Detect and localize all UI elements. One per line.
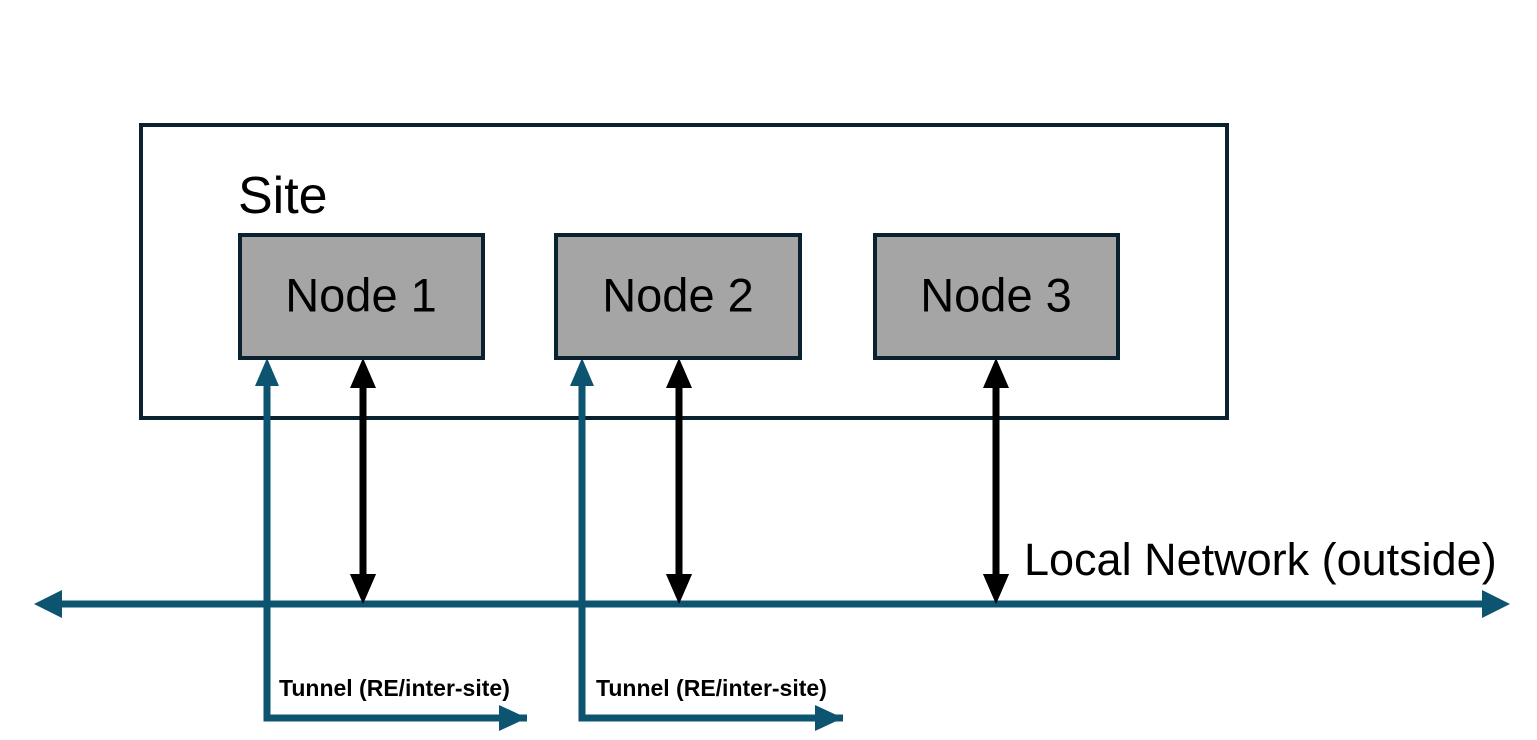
node-2-link-up-arrowhead [666,358,692,388]
node-1-box[interactable] [238,233,485,360]
node-1-label: Node 1 [285,268,437,321]
tunnel-1-out-arrowhead [499,705,527,731]
node-3-link-up-arrowhead [983,358,1009,388]
node-3-link-down-arrowhead-overlay [983,574,1009,604]
tunnel-1-path [263,374,527,722]
node-3-box[interactable] [873,233,1120,360]
node-2-box[interactable] [554,233,802,360]
tunnel-1-node-arrowhead [255,358,279,386]
local-network-label: Local Network (outside) [1024,534,1497,585]
tunnel-2-out-arrowhead [815,705,843,731]
node-2-label: Node 2 [602,268,754,321]
node-1-link-up-arrowhead [350,358,376,388]
tunnel-1-label: Tunnel (RE/inter-site) [279,675,510,701]
node-2-group: Node 2 [554,233,843,731]
local-network-group [34,590,1510,618]
tunnel-2-node-arrowhead [570,358,594,386]
local-network-left-arrowhead [34,590,62,618]
node-1-group: Node 1 [238,233,527,731]
node-3-group: Node 3 [873,233,1120,604]
node-1-link-down-arrowhead-overlay [350,574,376,604]
local-network-right-arrowhead [1482,590,1510,618]
node-3-label: Node 3 [920,268,1072,321]
node-2-link-down-arrowhead-overlay [666,574,692,604]
tunnel-2-label: Tunnel (RE/inter-site) [596,675,827,701]
site-label: Site [238,167,328,225]
tunnel-2-path [578,374,843,722]
